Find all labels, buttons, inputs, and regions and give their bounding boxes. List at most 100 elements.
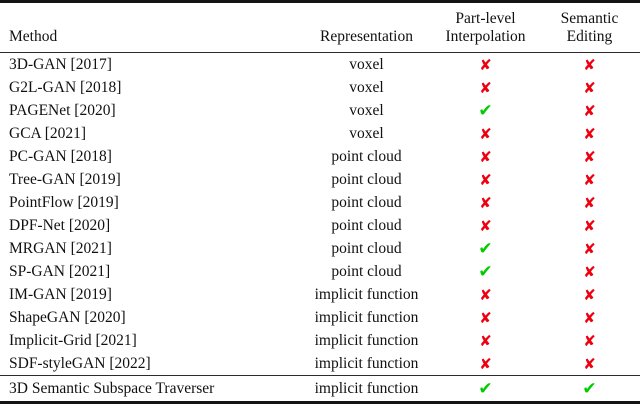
table-row: SDF-styleGAN [2022] implicit function ✘ ✘ [0,352,640,376]
check-icon: ✔ [478,262,493,283]
table-row: PAGENet [2020]voxel✔✘ [0,99,640,122]
check-icon: ✔ [478,239,493,260]
cell-representation: implicit function [314,332,419,350]
cell-part-level-interpolation: ✘ [432,214,539,237]
cell-method: SP-GAN [2021] [9,263,111,281]
table-body: 3D-GAN [2017]voxel✘✘G2L-GAN [2018]voxel✘… [0,52,640,403]
table-row: 3D-GAN [2017] voxel ✘ ✘ [0,52,640,77]
table-row: IM-GAN [2019]implicit function✘✘ [0,283,640,306]
table-row: MRGAN [2021]point cloud✔✘ [0,237,640,260]
cross-icon: ✘ [583,217,596,236]
cell-semantic-editing: ✘ [539,99,640,122]
table-row: Implicit-Grid [2021]implicit function✘✘ [0,329,640,352]
check-icon: ✔ [582,379,597,400]
cross-icon: ✘ [583,56,596,75]
cross-icon: ✘ [583,286,596,305]
cross-icon: ✘ [583,332,596,351]
cell-part-level-interpolation: ✔ [432,99,539,122]
cell-semantic-editing: ✔ [539,376,640,403]
column-header-representation: Representation [301,2,432,53]
cell-semantic-editing: ✘ [539,306,640,329]
cell-representation: point cloud [331,171,402,189]
cell-part-level-interpolation: ✔ [432,376,539,403]
cross-icon: ✘ [479,171,492,190]
cell-representation: voxel [349,102,384,120]
column-header-part-level-interpolation: Part-level Interpolation [432,2,539,53]
cross-icon: ✘ [479,194,492,213]
cell-part-level-interpolation: ✘ [432,352,539,376]
cell-method: 3D-GAN [2017] [9,56,112,74]
cross-icon: ✘ [583,309,596,328]
cell-semantic-editing: ✘ [539,260,640,283]
table-row: G2L-GAN [2018]voxel✘✘ [0,76,640,99]
cell-part-level-interpolation: ✘ [432,329,539,352]
cell-representation: implicit function [314,309,419,327]
cell-semantic-editing: ✘ [539,283,640,306]
cross-icon: ✘ [479,56,492,75]
cell-method: IM-GAN [2019] [9,286,112,304]
cell-part-level-interpolation: ✔ [432,260,539,283]
column-header-part-level-line2: Interpolation [445,27,526,45]
cross-icon: ✘ [479,79,492,98]
check-icon: ✔ [478,101,493,122]
table-header: Method Representation Part-level Interpo… [0,1,640,53]
table-row: GCA [2021]voxel✘✘ [0,122,640,145]
cell-representation: point cloud [331,240,402,258]
cell-method: G2L-GAN [2018] [9,79,122,97]
table-row: SP-GAN [2021] point cloud ✔ ✘ [0,260,640,283]
cross-icon: ✘ [583,171,596,190]
cell-method: Tree-GAN [2019] [9,171,121,189]
cross-icon: ✘ [479,148,492,167]
cell-part-level-interpolation: ✘ [432,145,539,168]
cross-icon: ✘ [583,102,596,121]
table-row: ShapeGAN [2020] implicit function ✘ ✘ [0,306,640,329]
column-header-semantic-editing: Semantic Editing [539,2,640,53]
cell-part-level-interpolation: ✘ [432,168,539,191]
cross-icon: ✘ [583,355,596,374]
column-header-method: Method [0,2,301,53]
cell-semantic-editing: ✘ [539,122,640,145]
cross-icon: ✘ [583,125,596,144]
cell-part-level-interpolation: ✘ [432,191,539,214]
check-icon: ✔ [478,379,493,400]
cross-icon: ✘ [583,79,596,98]
cell-part-level-interpolation: ✘ [432,122,539,145]
cell-semantic-editing: ✘ [539,352,640,376]
cell-representation: voxel [349,56,384,74]
column-header-representation-label: Representation [320,27,413,45]
cell-method: PC-GAN [2018] [9,148,112,166]
cell-representation: implicit function [314,380,419,398]
cell-method: SDF-styleGAN [2022] [9,355,151,373]
cross-icon: ✘ [479,309,492,328]
cell-semantic-editing: ✘ [539,168,640,191]
column-header-method-label: Method [9,27,58,45]
cell-representation: point cloud [331,263,402,281]
table-row: PC-GAN [2018]point cloud✘✘ [0,145,640,168]
cross-icon: ✘ [583,148,596,167]
cell-part-level-interpolation: ✘ [432,283,539,306]
cell-method: ShapeGAN [2020] [9,309,126,327]
cell-representation: voxel [349,125,384,143]
cross-icon: ✘ [583,240,596,259]
cell-part-level-interpolation: ✔ [432,237,539,260]
cell-part-level-interpolation: ✘ [432,76,539,99]
table-row: DPF-Net [2020]point cloud✘✘ [0,214,640,237]
cell-semantic-editing: ✘ [539,214,640,237]
cross-icon: ✘ [479,125,492,144]
cell-part-level-interpolation: ✘ [432,53,539,77]
cell-method: PointFlow [2019] [9,194,119,212]
header-row: Method Representation Part-level Interpo… [0,1,640,53]
cross-icon: ✘ [583,263,596,282]
cross-icon: ✘ [479,355,492,374]
column-header-part-level-line1: Part-level [455,10,516,27]
cell-semantic-editing: ✘ [539,191,640,214]
cell-semantic-editing: ✘ [539,145,640,168]
cell-method: DPF-Net [2020] [9,217,111,235]
cell-semantic-editing: ✘ [539,237,640,260]
cell-semantic-editing: ✘ [539,76,640,99]
table-row: Tree-GAN [2019] point cloud ✘ ✘ [0,168,640,191]
cell-representation: implicit function [314,355,419,373]
